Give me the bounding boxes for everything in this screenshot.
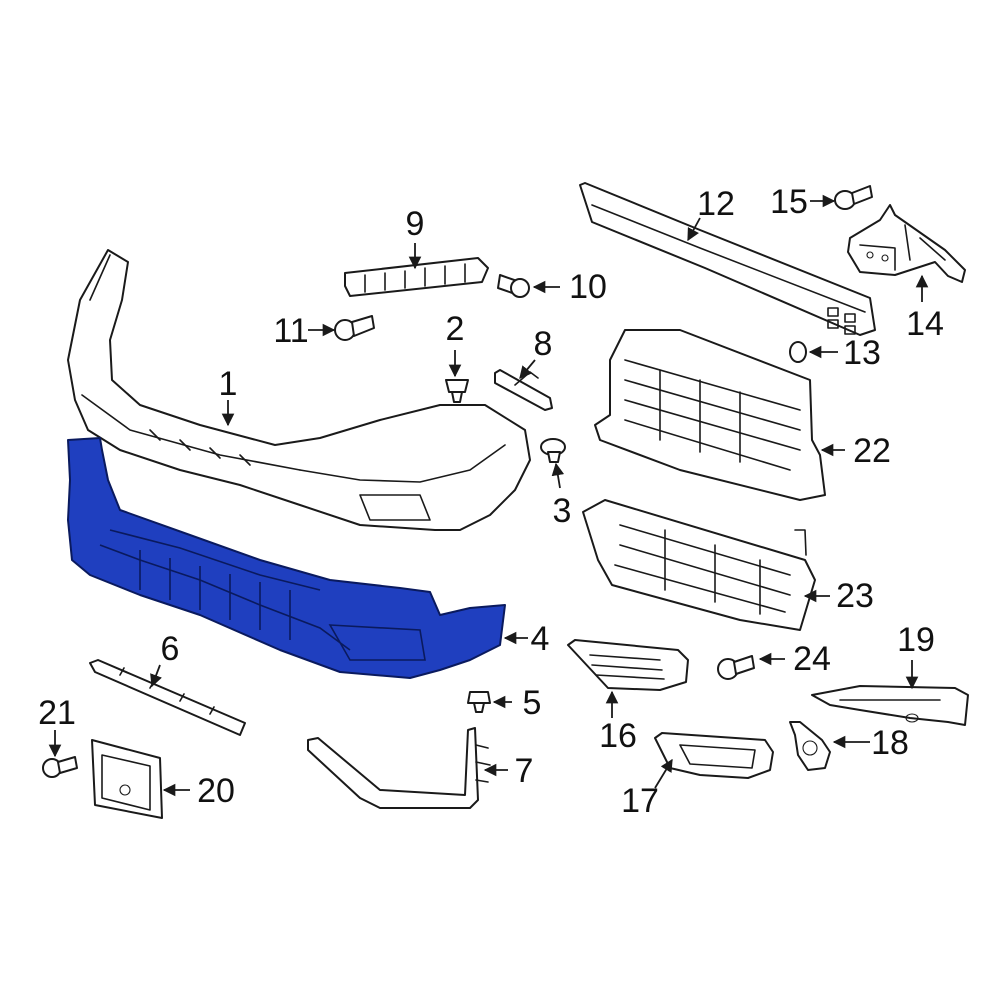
callout-10[interactable]: 10 — [569, 268, 607, 306]
part-18-bracket[interactable] — [789, 721, 831, 771]
callout-21[interactable]: 21 — [38, 694, 76, 732]
callout-20[interactable]: 20 — [197, 772, 235, 810]
part-4-lower-bumper-highlighted[interactable] — [67, 437, 506, 679]
part-14-bracket[interactable] — [847, 204, 966, 283]
callout-23[interactable]: 23 — [836, 577, 874, 615]
callout-24[interactable]: 24 — [793, 640, 831, 678]
part-17-fog-bezel[interactable] — [654, 732, 774, 779]
callout-2[interactable]: 2 — [446, 310, 465, 348]
callout-1[interactable]: 1 — [219, 365, 238, 403]
callout-15[interactable]: 15 — [770, 183, 808, 221]
part-7-molding[interactable] — [307, 727, 491, 809]
callout-13[interactable]: 13 — [843, 334, 881, 372]
part-15-bolt[interactable] — [834, 185, 873, 210]
part-24-bolt[interactable] — [717, 655, 755, 680]
part-8-bracket[interactable] — [494, 369, 553, 411]
part-16-grille-insert[interactable] — [567, 639, 689, 691]
callout-16[interactable]: 16 — [599, 717, 637, 755]
part-5-clip[interactable] — [467, 691, 491, 713]
part-21-bolt[interactable] — [42, 756, 78, 778]
part-11-bolt[interactable] — [334, 315, 375, 341]
callout-7[interactable]: 7 — [515, 752, 534, 790]
part-13-clip[interactable] — [789, 341, 807, 363]
callout-14[interactable]: 14 — [906, 305, 944, 343]
callout-8[interactable]: 8 — [534, 325, 553, 363]
callout-22[interactable]: 22 — [853, 432, 891, 470]
part-6-strip[interactable] — [89, 659, 246, 736]
callout-11[interactable]: 11 — [273, 312, 308, 350]
part-19-molding[interactable] — [811, 685, 969, 726]
callout-4[interactable]: 4 — [531, 620, 550, 658]
callout-labels: 1 2 3 4 5 6 7 8 9 10 11 12 13 14 15 16 1… — [38, 183, 944, 820]
part-1-bumper-cover[interactable] — [67, 249, 531, 531]
callout-18[interactable]: 18 — [871, 724, 909, 762]
part-23-shutter[interactable] — [582, 499, 816, 631]
callout-6[interactable]: 6 — [161, 630, 180, 668]
callout-19[interactable]: 19 — [897, 621, 935, 659]
callout-9[interactable]: 9 — [406, 205, 425, 243]
callout-12[interactable]: 12 — [697, 185, 735, 223]
part-3-screw[interactable] — [540, 438, 566, 463]
part-2-clip[interactable] — [445, 379, 469, 403]
callout-17[interactable]: 17 — [621, 782, 659, 820]
callout-3[interactable]: 3 — [553, 492, 572, 530]
part-12-reinforcement[interactable] — [579, 182, 876, 336]
part-20-plate-bracket[interactable] — [91, 739, 163, 819]
part-10-bolt[interactable] — [497, 274, 530, 298]
part-22-air-guide[interactable] — [594, 329, 826, 501]
part-9-bracket[interactable] — [344, 257, 489, 297]
callout-5[interactable]: 5 — [523, 684, 542, 722]
leader-lines — [48, 194, 929, 797]
